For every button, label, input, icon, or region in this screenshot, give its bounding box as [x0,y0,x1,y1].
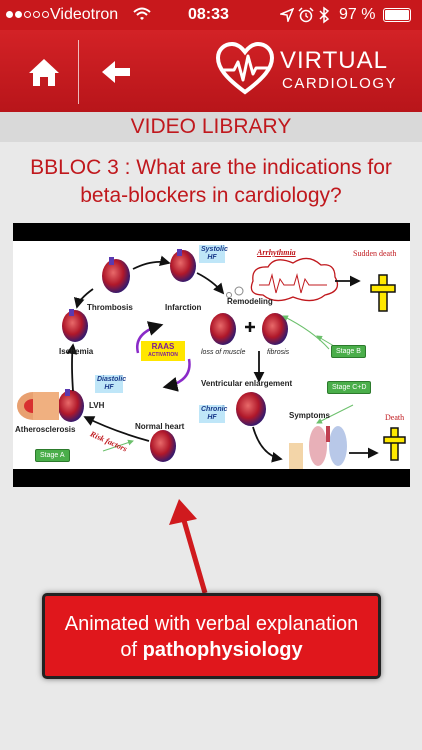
back-button[interactable] [96,52,136,92]
heart-lvh [58,389,84,422]
badge-stage-cd: Stage C+D [327,381,372,394]
badge-diastolic-hf: Diastolic HF [95,375,127,393]
bluetooth-icon [319,6,330,24]
raas-label: RAAS [151,342,175,351]
label-lvh: LVH [89,401,105,410]
back-arrow-icon [102,61,130,83]
raas-activation-label: ACTIVATION [148,352,178,358]
label-arrhythmia: Arrhythmia [257,248,296,257]
label-normal-heart: Normal heart [135,422,185,431]
badge-stage-b: Stage B [331,345,366,358]
heart-thrombosis [102,257,130,293]
atherosclerosis-vessel-icon [17,392,59,420]
section-title: VIDEO LIBRARY [0,112,422,142]
status-bar: Videotron 08:33 97 % [0,0,422,30]
video-player[interactable]: Thrombosis Infarction Systolic HF Arrhyt… [13,223,410,487]
stage-arrows [102,315,354,452]
label-infarction: Infarction [165,303,202,312]
raas-cycle-arrows [136,321,191,392]
location-arrow-icon [280,8,294,22]
home-icon [29,59,59,86]
label-thrombosis: Thrombosis [87,303,133,312]
arrhythmia-cloud-icon [226,257,339,302]
cycle-arrows [66,255,379,463]
wifi-icon [133,7,151,20]
badge-systolic-hf: Systolic HF [199,245,228,263]
label-symptoms: Symptoms [289,411,330,420]
logo-text-virtual: VIRTUAL [280,47,388,74]
label-death: Death [385,413,405,422]
heart-ischemia [62,309,88,342]
home-button[interactable] [22,52,66,92]
carrier-name: Videotron [50,6,119,23]
plus-sign [245,322,255,332]
heart-pulse-logo [216,42,274,95]
callout-line1: Animated with verbal explanation [64,613,359,635]
logo-text-cardiology: CARDIOLOGY [282,75,398,92]
alarm-clock-icon [298,7,314,23]
raas-activation-badge: RAAS ACTIVATION [141,341,185,361]
signal-strength-icon [6,11,49,18]
label-atherosclerosis: Atherosclerosis [15,425,76,434]
heart-loss-of-muscle [210,313,236,345]
app-header: VIRTUAL CARDIOLOGY [0,30,422,112]
diagram-graphics [17,249,406,469]
battery-icon [383,8,411,22]
label-remodeling: Remodeling [227,297,273,306]
label-ventricular-enlargement: Ventricular enlargement [201,379,293,388]
callout-arrow [169,499,208,594]
badge-chronic-hf: Chronic HF [199,405,228,423]
cross-icon-death [383,427,406,461]
heart-normal [150,430,176,462]
lungs-illustration [289,426,347,469]
pathophysiology-diagram: Thrombosis Infarction Systolic HF Arrhyt… [13,241,410,469]
video-title-line1: BBLOC 3 : What are the indications for [30,156,392,179]
label-fibrosis: fibrosis [267,349,290,356]
status-time: 08:33 [188,6,229,23]
callout-line2: of pathophysiology [45,637,378,663]
heart-ventricular-enlargement [236,392,266,426]
label-ischemia: Ischemia [59,347,94,356]
battery-percentage: 97 % [339,6,376,23]
video-title[interactable]: BBLOC 3 : What are the indications for b… [6,154,416,210]
cross-icon-sudden-death [370,274,396,312]
heart-fibrosis [262,313,288,345]
heart-infarction [170,249,196,282]
callout-line2-bold: pathophysiology [142,639,303,661]
callout-line2-prefix: of [120,639,138,661]
header-divider [78,40,79,104]
callout-box: Animated with verbal explanation of path… [42,593,381,679]
video-title-line2: beta-blockers in cardiology? [80,184,342,207]
label-sudden-death: Sudden death [353,249,397,258]
badge-stage-a: Stage A [35,449,70,462]
label-loss-of-muscle: loss of muscle [201,349,246,356]
